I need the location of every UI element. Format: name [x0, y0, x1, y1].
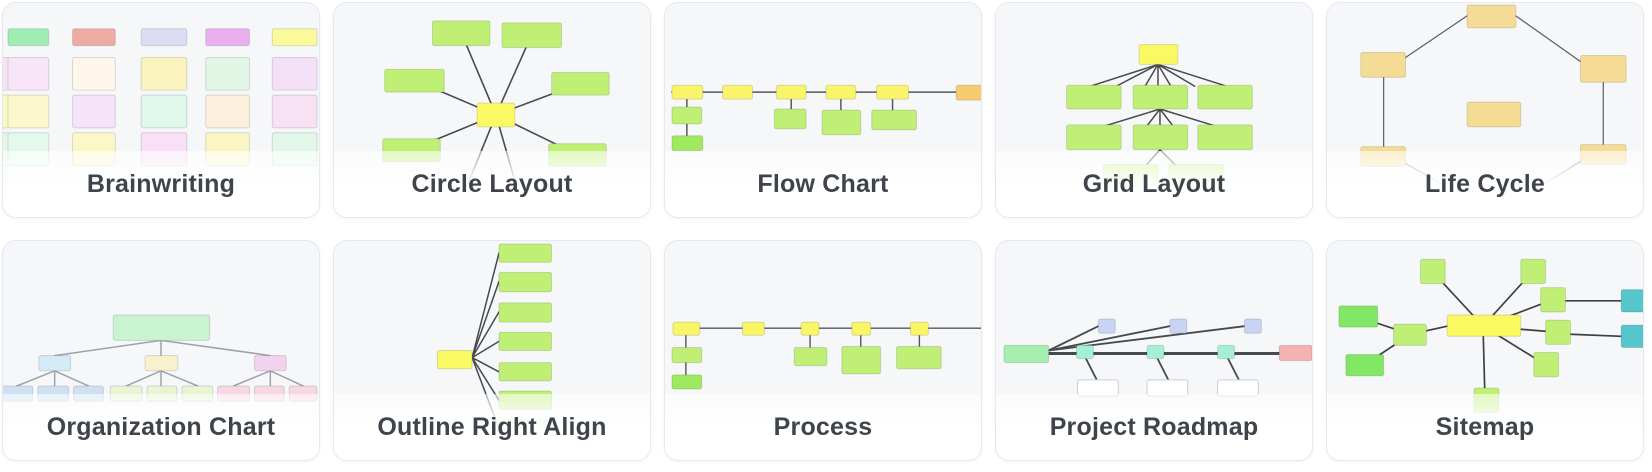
template-card-outline-right-align[interactable]: Outline Right Align — [333, 240, 651, 461]
template-thumbnail — [671, 84, 981, 152]
template-label-bar: Outline Right Align — [334, 394, 650, 460]
template-label: Organization Chart — [46, 412, 276, 441]
template-label: Flow Chart — [757, 169, 889, 198]
template-label-bar: Life Cycle — [1327, 151, 1643, 217]
template-label-bar: Organization Chart — [3, 394, 319, 460]
template-thumbnail — [671, 321, 981, 390]
template-label: Sitemap — [1435, 412, 1535, 441]
template-label: Outline Right Align — [377, 412, 607, 441]
template-thumbnail — [3, 28, 318, 166]
template-label: Life Cycle — [1424, 169, 1546, 198]
template-label-bar: Project Roadmap — [996, 394, 1312, 460]
template-label: Brainwriting — [86, 169, 236, 198]
template-label-bar: Circle Layout — [334, 151, 650, 217]
template-label: Process — [773, 412, 873, 441]
template-card-organization-chart[interactable]: Organization Chart — [2, 240, 320, 461]
template-thumbnail — [1003, 318, 1312, 397]
template-label-bar: Brainwriting — [3, 151, 319, 217]
template-label-bar: Grid Layout — [996, 151, 1312, 217]
template-label: Circle Layout — [411, 169, 573, 198]
template-card-life-cycle[interactable]: Life Cycle — [1326, 2, 1644, 218]
template-card-flow-chart[interactable]: Flow Chart — [664, 2, 982, 218]
template-card-circle-layout[interactable]: Circle Layout — [333, 2, 651, 218]
template-card-project-roadmap[interactable]: Project Roadmap — [995, 240, 1313, 461]
template-card-brainwriting[interactable]: Brainwriting — [2, 2, 320, 218]
template-label-bar: Sitemap — [1327, 394, 1643, 460]
template-card-process[interactable]: Process — [664, 240, 982, 461]
template-label: Grid Layout — [1082, 169, 1226, 198]
template-card-grid-layout[interactable]: Grid Layout — [995, 2, 1313, 218]
template-label: Project Roadmap — [1049, 412, 1259, 441]
template-label-bar: Flow Chart — [665, 151, 981, 217]
template-card-sitemap[interactable]: Sitemap — [1326, 240, 1644, 461]
template-label-bar: Process — [665, 394, 981, 460]
